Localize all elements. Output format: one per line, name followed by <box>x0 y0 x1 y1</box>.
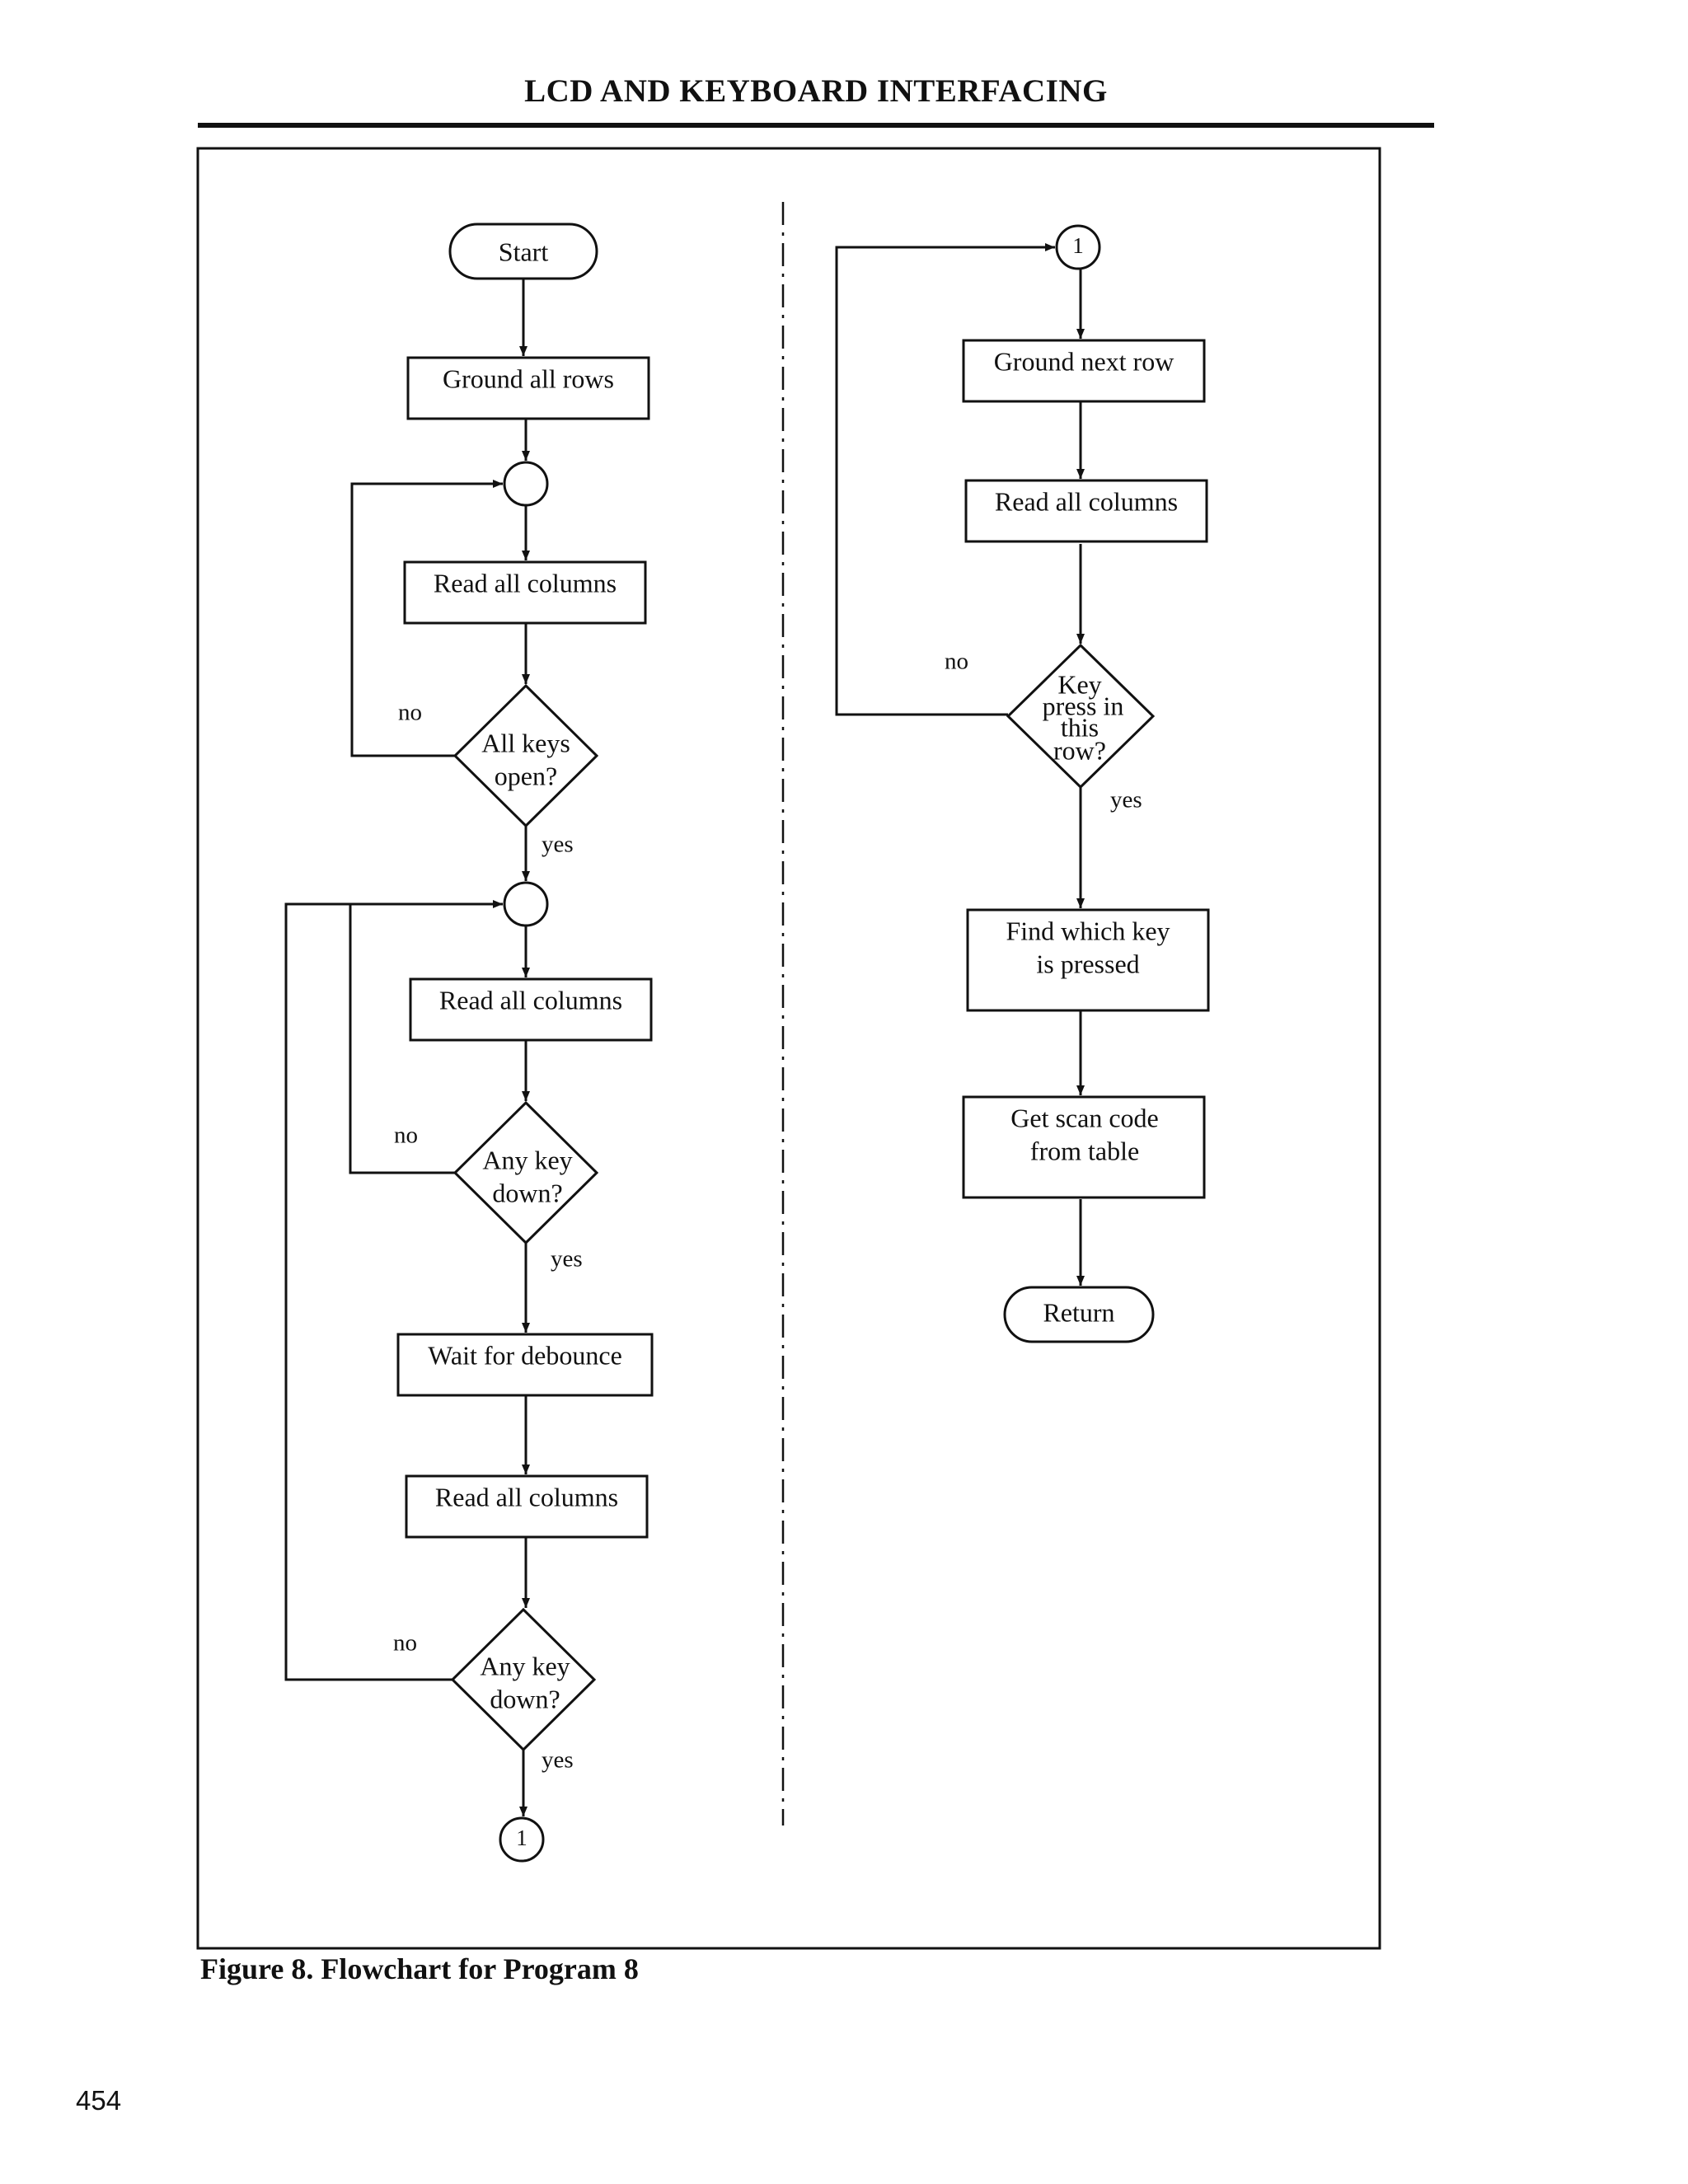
read-columns-label-2: Read all columns <box>439 985 622 1015</box>
key-press-line2: press in <box>1043 691 1124 720</box>
page-header: LCD AND KEYBOARD INTERFACING <box>524 73 1108 109</box>
figure-frame <box>196 147 1381 1950</box>
all-keys-open-label-line1: All keys <box>481 728 570 757</box>
get-scan-code-line2: from table <box>1030 1136 1139 1165</box>
header-rule <box>198 123 1434 128</box>
any-key-down-2-line1: Any key <box>480 1651 570 1680</box>
read-columns-label-3: Read all columns <box>435 1482 618 1511</box>
loop-junction-2 <box>503 881 549 927</box>
connector-out-label: 1 <box>516 1825 528 1850</box>
wait-debounce-label: Wait for debounce <box>428 1340 622 1370</box>
no-label-right: no <box>945 649 968 675</box>
find-key-box <box>966 908 1210 1012</box>
connector-out <box>499 1816 545 1863</box>
no-label-1: no <box>398 700 422 726</box>
yes-label-1: yes <box>542 832 574 858</box>
yes-label-3: yes <box>542 1747 574 1774</box>
find-key-line2: is pressed <box>1036 949 1139 978</box>
ground-all-rows-label: Ground all rows <box>443 363 614 393</box>
start-label: Start <box>499 237 549 266</box>
any-key-down-1-line2: down? <box>492 1178 562 1207</box>
get-scan-code-line1: Get scan code <box>1010 1103 1158 1132</box>
connector-in <box>1055 224 1101 270</box>
page-number: 454 <box>76 2085 122 2116</box>
no-label-3: no <box>393 1630 417 1657</box>
loop-junction-1 <box>503 461 549 507</box>
any-key-down-1-line1: Any key <box>482 1145 572 1174</box>
read-columns-label-1: Read all columns <box>434 568 617 598</box>
ground-all-rows-box <box>406 356 650 420</box>
ground-next-row-box <box>962 339 1206 403</box>
all-keys-open-label-line2: open? <box>495 761 557 790</box>
get-scan-code-box <box>962 1095 1206 1199</box>
return-terminal <box>1003 1286 1155 1343</box>
connector-in-label: 1 <box>1072 233 1084 258</box>
return-label: Return <box>1043 1297 1114 1327</box>
read-columns-box-right <box>964 479 1208 543</box>
read-columns-box-2 <box>409 977 653 1042</box>
figure-caption: Figure 8. Flowchart for Program 8 <box>200 1952 639 1985</box>
read-columns-label-right: Read all columns <box>995 486 1178 516</box>
yes-label-right: yes <box>1110 787 1142 813</box>
any-key-down-2-line2: down? <box>490 1684 560 1713</box>
key-press-line4: row? <box>1053 735 1106 765</box>
key-press-line1: Key <box>1057 669 1101 699</box>
key-press-line3: this <box>1061 712 1099 742</box>
find-key-line1: Find which key <box>1006 916 1170 945</box>
ground-next-row-label: Ground next row <box>994 346 1175 376</box>
yes-label-2: yes <box>551 1246 583 1272</box>
no-label-2: no <box>394 1122 418 1149</box>
